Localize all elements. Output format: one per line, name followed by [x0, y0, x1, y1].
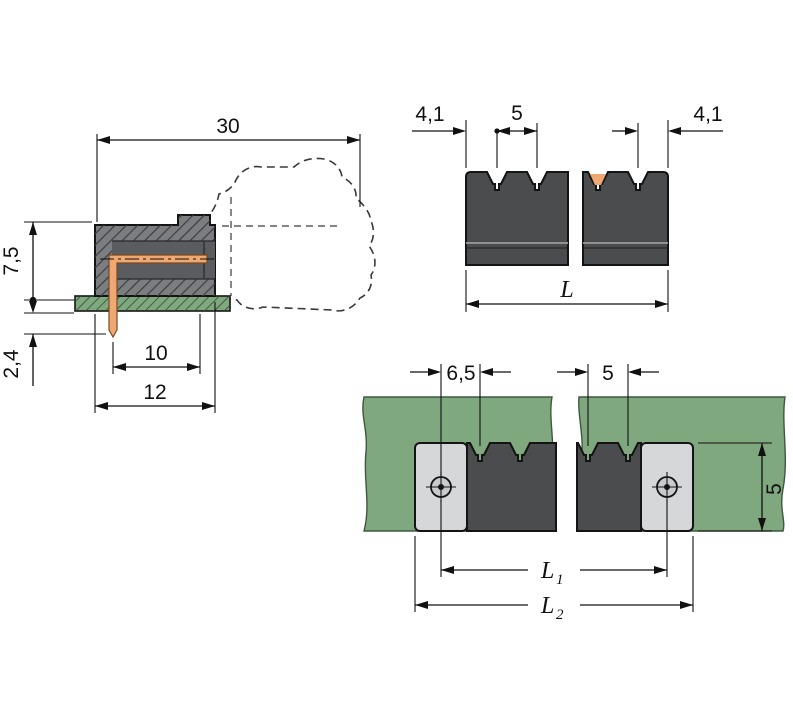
pin-tip-mark [590, 174, 606, 185]
dim-side-pin-to-face: 10 [112, 314, 201, 374]
dim-side-height-label: 7,5 [0, 246, 23, 275]
top-view: 6,5 5 5 L [362, 362, 787, 623]
dim-top-l2-label: L [540, 593, 554, 619]
screw-icon-left [426, 472, 456, 502]
dim-top-l1-subscript: 1 [556, 572, 564, 588]
dim-front-pitch: 5 [497, 102, 538, 168]
header-block-right [582, 171, 669, 266]
connector-top-left-piece [466, 442, 557, 532]
dim-front-length-label: L [559, 277, 573, 303]
dim-top-screw-to-pin: 6,5 [410, 362, 511, 476]
dim-top-pitch-label: 5 [602, 362, 614, 385]
side-view: 30 7,5 2,4 10 [0, 115, 376, 413]
dim-top-l1-label: L [540, 558, 554, 584]
dim-top-depth: 5 [698, 442, 786, 532]
dim-side-pin-protrusion-label: 2,4 [0, 349, 23, 379]
dim-top-l2-subscript: 2 [556, 607, 564, 623]
dim-side-depth-label: 12 [143, 381, 166, 404]
connector-top-right-piece [576, 442, 642, 532]
dim-front-edge-left-label: 4,1 [415, 103, 444, 126]
pcb-section [74, 295, 231, 312]
front-view: 4,1 5 4,1 L [412, 102, 723, 312]
dim-top-screw-to-pin-label: 6,5 [446, 362, 475, 385]
screw-icon-right [652, 472, 682, 502]
dim-top-depth-label: 5 [763, 483, 786, 495]
dim-side-overall-depth: 12 [94, 302, 216, 413]
dim-front-edge-right-label: 4,1 [693, 103, 722, 126]
dim-top-length-l1: L 1 [440, 500, 668, 588]
dim-top-pitch: 5 [557, 362, 659, 446]
dim-front-edge-left: 4,1 [412, 103, 500, 168]
dim-side-pin-protrusion: 2,4 [0, 301, 106, 386]
dim-side-overall-width: 30 [96, 115, 361, 222]
mating-plug-outline [202, 157, 376, 312]
dim-side-height: 7,5 [0, 221, 92, 304]
dim-top-length-l2: L 2 [414, 536, 694, 623]
dim-side-width-label: 30 [216, 115, 239, 138]
dim-side-pin-to-face-label: 10 [144, 342, 167, 365]
dim-front-length: L [465, 270, 669, 312]
dim-front-pitch-label: 5 [511, 102, 523, 125]
solder-pin [108, 254, 208, 339]
header-block-left [465, 171, 569, 266]
dim-front-edge-right: 4,1 [612, 103, 723, 168]
